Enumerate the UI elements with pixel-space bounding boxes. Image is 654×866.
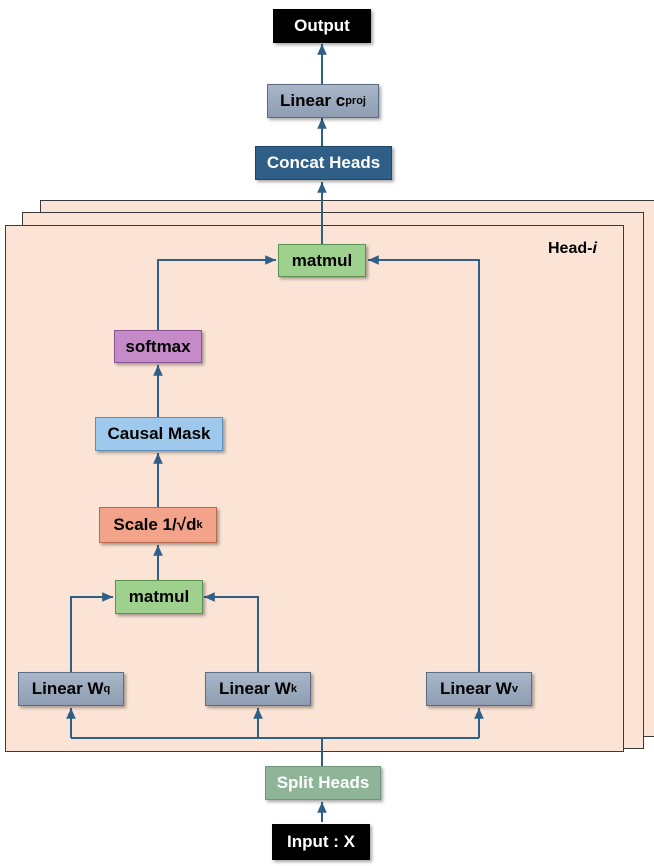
input-box: Input : X [272, 824, 370, 860]
causal-mask-box: Causal Mask [95, 417, 223, 451]
concat-heads-box: Concat Heads [255, 146, 392, 180]
output-box: Output [273, 9, 371, 43]
softmax-box: softmax [114, 330, 202, 363]
head-label: Head-i [548, 240, 597, 257]
head-panel-front [5, 225, 624, 752]
split-heads-box: Split Heads [265, 766, 381, 800]
matmul-top-box: matmul [278, 244, 366, 277]
matmul-bottom-box: matmul [115, 580, 203, 614]
